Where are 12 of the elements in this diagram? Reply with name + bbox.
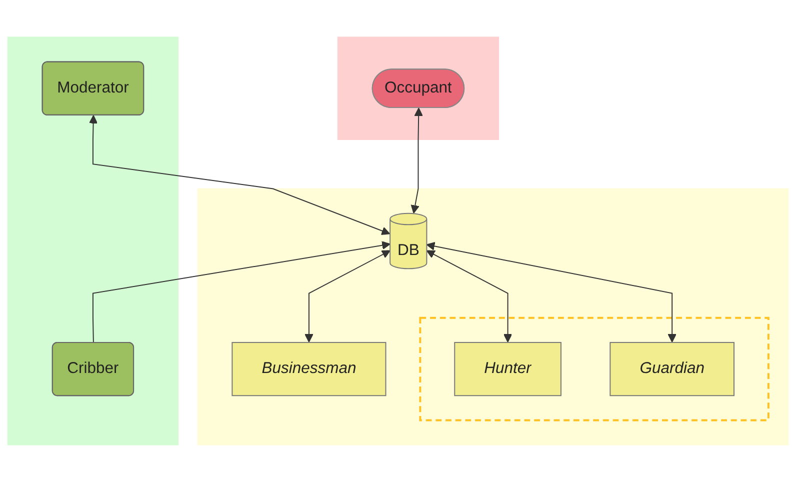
node-box: Guardian	[610, 342, 734, 396]
arrow	[426, 250, 512, 342]
cluster	[337, 36, 500, 140]
cluster	[7, 36, 179, 446]
cluster	[419, 316, 770, 422]
arrow	[304, 250, 390, 342]
arrow	[410, 108, 423, 214]
node-box: Businessman	[232, 342, 386, 396]
arrow	[426, 242, 676, 342]
cluster	[197, 188, 789, 446]
arrow	[88, 115, 390, 236]
arrow	[92, 241, 390, 344]
